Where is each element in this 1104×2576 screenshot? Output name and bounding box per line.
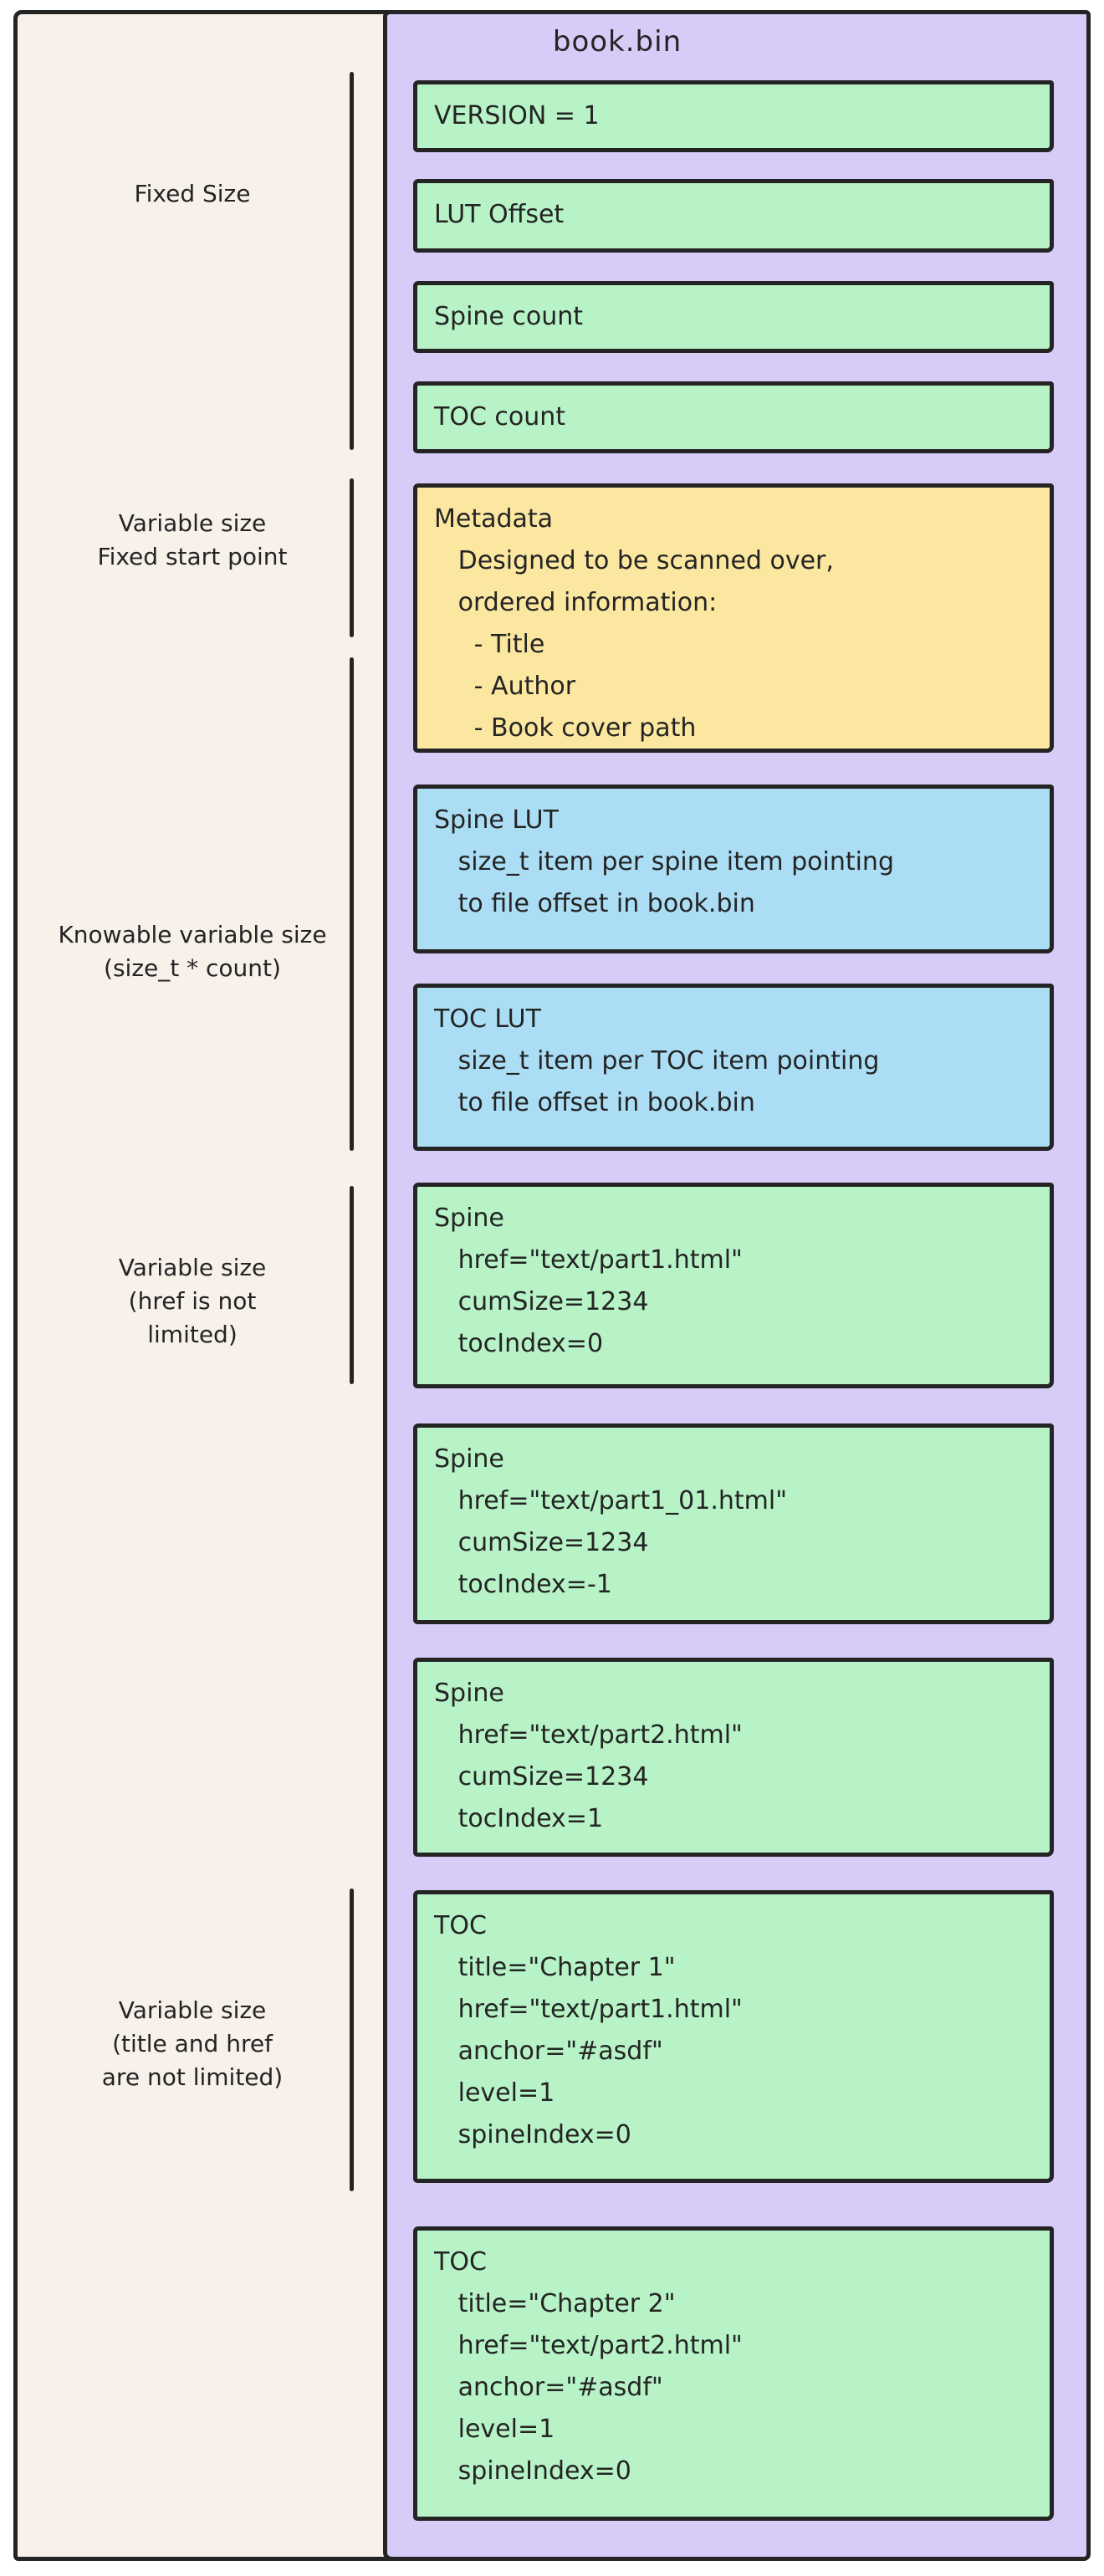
block-toc-count: TOC count <box>413 381 1054 453</box>
block-spine-lut: Spine LUT size_t item per spine item poi… <box>413 785 1054 953</box>
block-version: VERSION = 1 <box>413 80 1054 152</box>
block-toc-1-text: TOC title="Chapter 1" href="text/part1.h… <box>434 1911 743 2149</box>
section-bracket-variable-fixed-start <box>350 478 354 637</box>
section-label-fixed-size: Fixed Size <box>134 180 251 207</box>
block-spine-2: Spine href="text/part1_01.html" cumSize=… <box>413 1423 1054 1624</box>
block-metadata-text: Metadata Designed to be scanned over, or… <box>434 504 834 743</box>
block-spine-1: Spine href="text/part1.html" cumSize=123… <box>413 1183 1054 1388</box>
block-metadata: Metadata Designed to be scanned over, or… <box>413 483 1054 753</box>
block-spine-count: Spine count <box>413 281 1054 353</box>
block-spine-2-text: Spine href="text/part1_01.html" cumSize=… <box>434 1444 788 1599</box>
block-lut-offset: LUT Offset <box>413 179 1054 253</box>
section-bracket-variable-title-href <box>350 1889 354 2191</box>
section-label-variable-title-href: Variable size (title and href are not li… <box>101 1996 284 2091</box>
block-spine-3-text: Spine href="text/part2.html" cumSize=123… <box>434 1679 743 1833</box>
block-toc-lut-text: TOC LUT size_t item per TOC item pointin… <box>434 1004 880 1117</box>
section-bracket-fixed-size <box>350 72 354 450</box>
block-toc-lut: TOC LUT size_t item per TOC item pointin… <box>413 984 1054 1151</box>
block-spine-count-text: Spine count <box>434 302 584 331</box>
bookbin-title: book.bin <box>552 25 682 59</box>
section-bracket-knowable-variable <box>350 657 354 1151</box>
section-label-knowable-variable: Knowable variable size (size_t * count) <box>58 921 327 982</box>
block-spine-3: Spine href="text/part2.html" cumSize=123… <box>413 1658 1054 1857</box>
block-lut-offset-text: LUT Offset <box>434 200 565 229</box>
block-spine-1-text: Spine href="text/part1.html" cumSize=123… <box>434 1204 743 1358</box>
block-toc-2-text: TOC title="Chapter 2" href="text/part2.h… <box>434 2247 743 2486</box>
block-toc-2: TOC title="Chapter 2" href="text/part2.h… <box>413 2226 1054 2521</box>
block-toc-1: TOC title="Chapter 1" href="text/part1.h… <box>413 1890 1054 2183</box>
section-label-variable-fixed-start: Variable size Fixed start point <box>97 509 288 570</box>
section-bracket-variable-href <box>350 1186 354 1384</box>
block-version-text: VERSION = 1 <box>434 101 600 130</box>
block-spine-lut-text: Spine LUT size_t item per spine item poi… <box>434 805 894 918</box>
section-label-variable-href: Variable size (href is not limited) <box>118 1254 267 1348</box>
block-toc-count-text: TOC count <box>434 402 566 432</box>
